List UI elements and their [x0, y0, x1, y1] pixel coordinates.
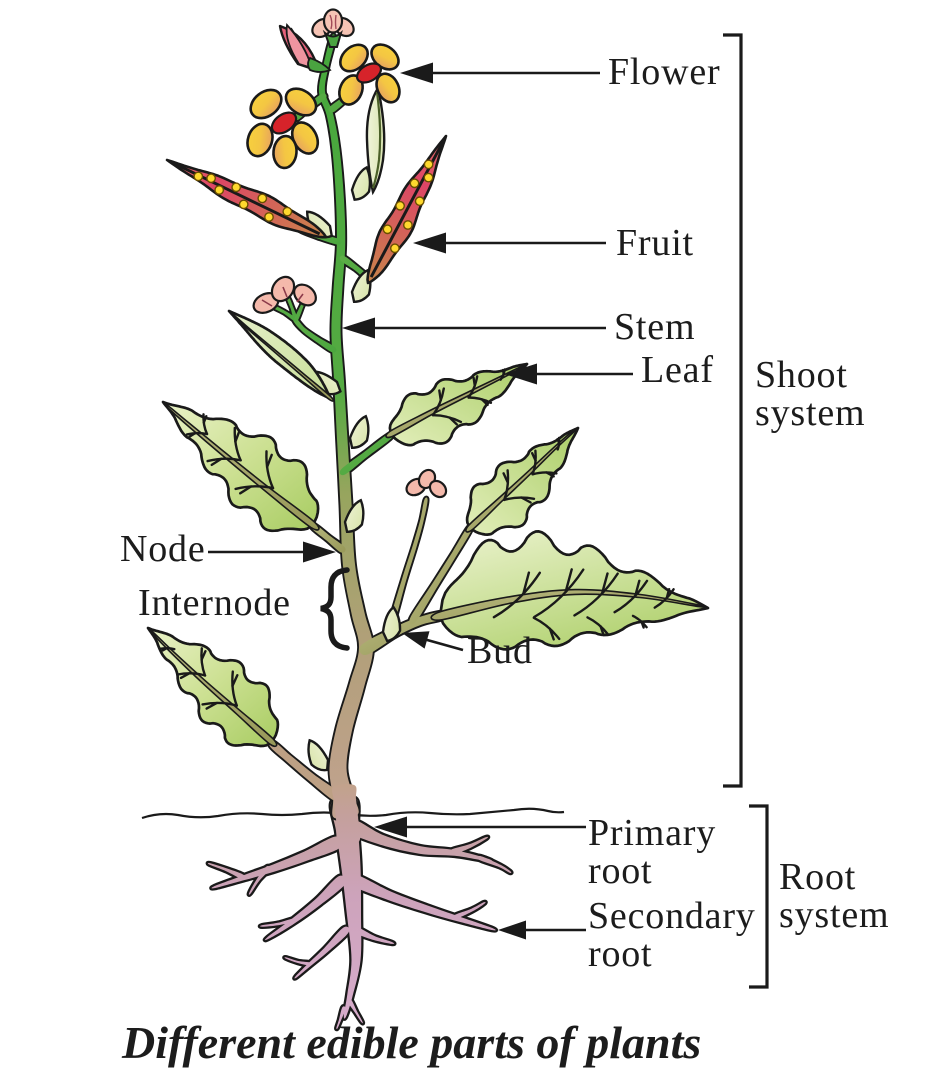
svg-text:Root: Root	[779, 856, 856, 898]
svg-text:Flower: Flower	[608, 51, 720, 93]
svg-text:Primary: Primary	[588, 812, 716, 854]
svg-text:root: root	[588, 850, 652, 892]
svg-text:Internode: Internode	[138, 582, 291, 624]
svg-text:Bud: Bud	[467, 630, 533, 672]
svg-text:Secondary: Secondary	[588, 895, 756, 937]
svg-text:Shoot: Shoot	[755, 354, 848, 396]
svg-text:Stem: Stem	[614, 306, 695, 348]
svg-text:Node: Node	[120, 528, 206, 570]
svg-text:Fruit: Fruit	[616, 222, 694, 264]
svg-text:system: system	[779, 894, 889, 936]
svg-text:root: root	[588, 933, 652, 975]
svg-text:Leaf: Leaf	[641, 349, 714, 391]
svg-text:Different edible parts of plan: Different edible parts of plants	[121, 1017, 701, 1068]
svg-text:system: system	[755, 392, 865, 434]
